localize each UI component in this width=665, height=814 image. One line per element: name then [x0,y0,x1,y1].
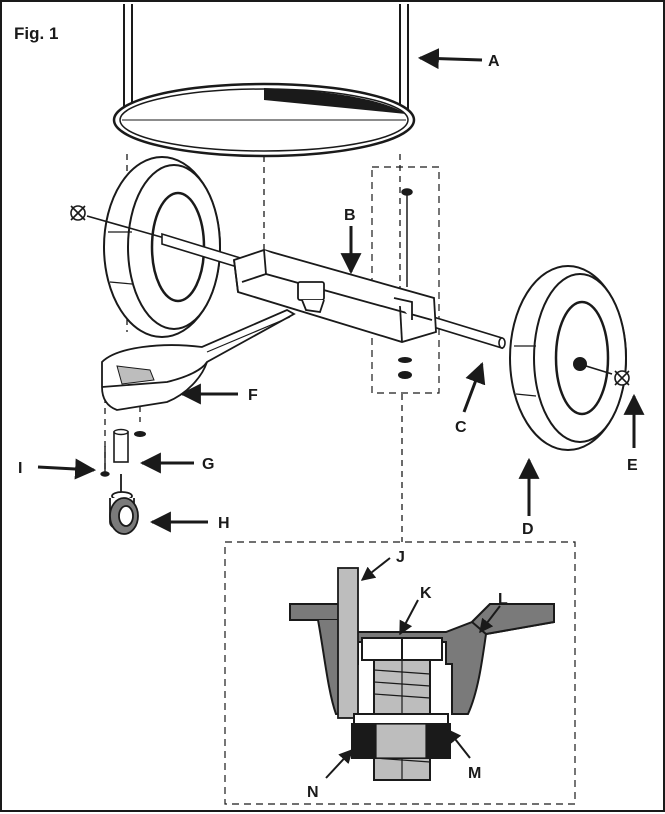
callout-I: I [18,460,22,477]
washer-icon [398,357,412,363]
callout-F: F [248,387,258,404]
tank [112,4,416,158]
callout-L: L [498,591,508,608]
callout-M: M [468,765,481,782]
spacer [113,431,129,463]
detail-inset-box [224,541,576,805]
axle-bracket [233,249,437,343]
callout-labels: A B C D E F G H I J K L M N [18,53,638,801]
callout-B: B [344,207,356,224]
caster-bracket [101,308,296,411]
right-axle-cap-icon [614,370,630,386]
caster [109,474,139,535]
callout-G: G [202,456,214,473]
left-wheel [103,156,221,338]
right-wheel [509,265,627,451]
callout-J: J [396,549,405,566]
callout-D: D [522,521,534,538]
callout-A: A [488,53,500,70]
bolt-icon [401,188,413,287]
nut-icon [398,371,412,379]
callout-H: H [218,515,230,532]
figure-title: Fig. 1 [14,24,59,43]
small-screw-icon [134,431,146,437]
spacer-top-icon [113,428,129,436]
callout-K: K [420,585,432,602]
leader-arrows [37,48,645,779]
callout-E: E [627,457,638,474]
callout-C: C [455,419,467,436]
callout-N: N [307,784,319,801]
screw-icon [100,446,110,477]
left-axle-cap-icon [70,205,86,221]
